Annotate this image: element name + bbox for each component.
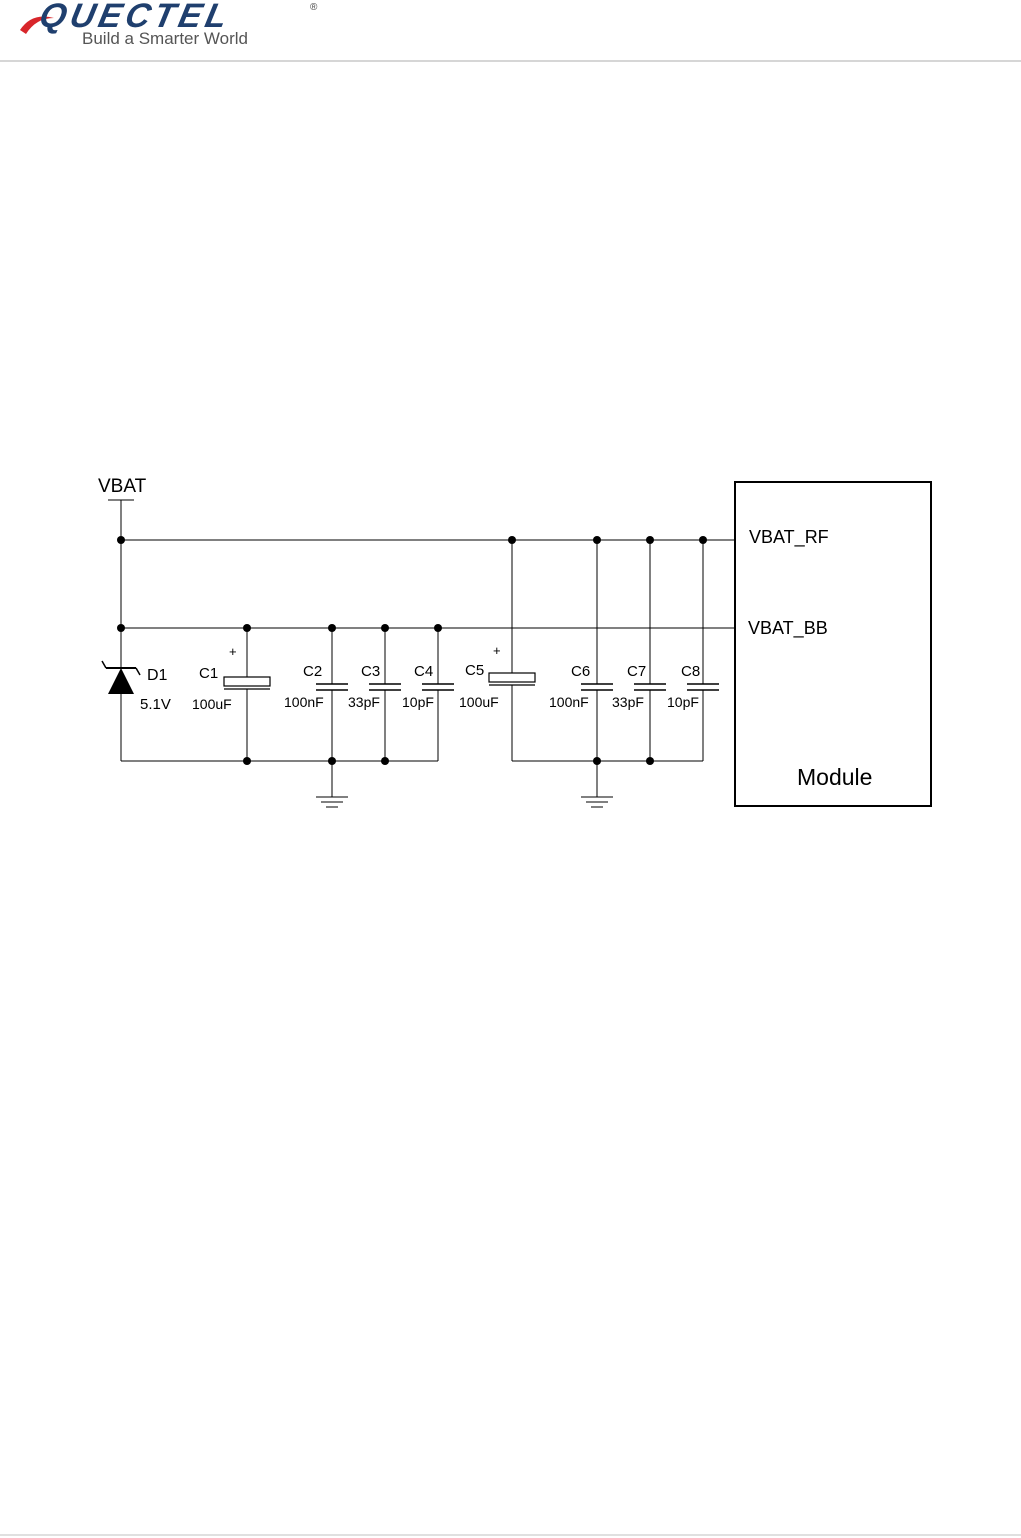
capacitor-c1-symbol xyxy=(224,677,270,689)
capacitor-ref-label: C4 xyxy=(414,663,433,680)
capacitor-value-label: 100uF xyxy=(192,696,232,712)
ground-symbol-1 xyxy=(316,797,348,807)
capacitor-c5-symbol xyxy=(489,673,535,685)
capacitor-ref-label: C2 xyxy=(303,663,322,680)
module-label: Module xyxy=(797,764,872,790)
capacitor-value-label: 100nF xyxy=(284,694,324,710)
junction-dots xyxy=(117,536,707,765)
capacitor-ref-label: C7 xyxy=(627,663,646,680)
capacitor-value-label: 100uF xyxy=(459,694,499,710)
c5-plus-sign: + xyxy=(493,643,501,658)
capacitor-ref-label: C3 xyxy=(361,663,380,680)
capacitor-value-label: 33pF xyxy=(612,694,644,710)
footer-divider xyxy=(0,1534,1021,1536)
pin-label-vbat-bb: VBAT_BB xyxy=(748,618,828,639)
ground-symbol-2 xyxy=(581,797,613,807)
diode-ref-label: D1 xyxy=(147,667,168,684)
diode-value-label: 5.1V xyxy=(140,696,171,713)
capacitor-ref-label: C1 xyxy=(199,665,218,682)
capacitor-value-label: 10pF xyxy=(667,694,699,710)
pin-label-vbat-rf: VBAT_RF xyxy=(749,527,829,548)
capacitor-value-label: 100nF xyxy=(549,694,589,710)
schematic-wires xyxy=(108,500,735,797)
capacitor-ref-label: C8 xyxy=(681,663,700,680)
capacitor-value-label: 33pF xyxy=(348,694,380,710)
c1-plus-sign: + xyxy=(229,644,237,659)
capacitor-value-label: 10pF xyxy=(402,694,434,710)
capacitor-ref-label: C6 xyxy=(571,663,590,680)
capacitor-ref-label: C5 xyxy=(465,662,484,679)
vbat-label: VBAT xyxy=(98,476,147,497)
